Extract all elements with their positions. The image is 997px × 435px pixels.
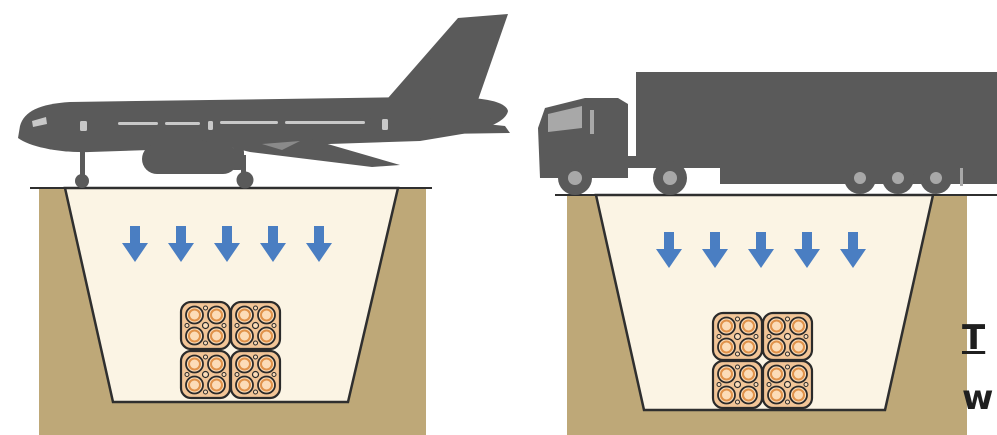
conduit-duct	[761, 311, 814, 362]
airplane-panel	[18, 14, 510, 435]
truck-panel	[538, 72, 997, 435]
conduit-duct	[711, 359, 764, 410]
airplane-windows	[32, 117, 388, 150]
conduit-duct	[229, 300, 282, 351]
conduit-duct	[711, 311, 764, 362]
truck-icon	[538, 72, 997, 195]
cut-off-text-line1: T	[962, 318, 986, 358]
conduit-duct	[179, 349, 232, 400]
conduit-duct	[761, 359, 814, 410]
conduit-duct	[179, 300, 232, 351]
conduit-duct	[229, 349, 282, 400]
truck-details	[548, 106, 963, 186]
cut-off-text-line2: w	[962, 378, 994, 418]
airplane-icon	[18, 14, 510, 189]
